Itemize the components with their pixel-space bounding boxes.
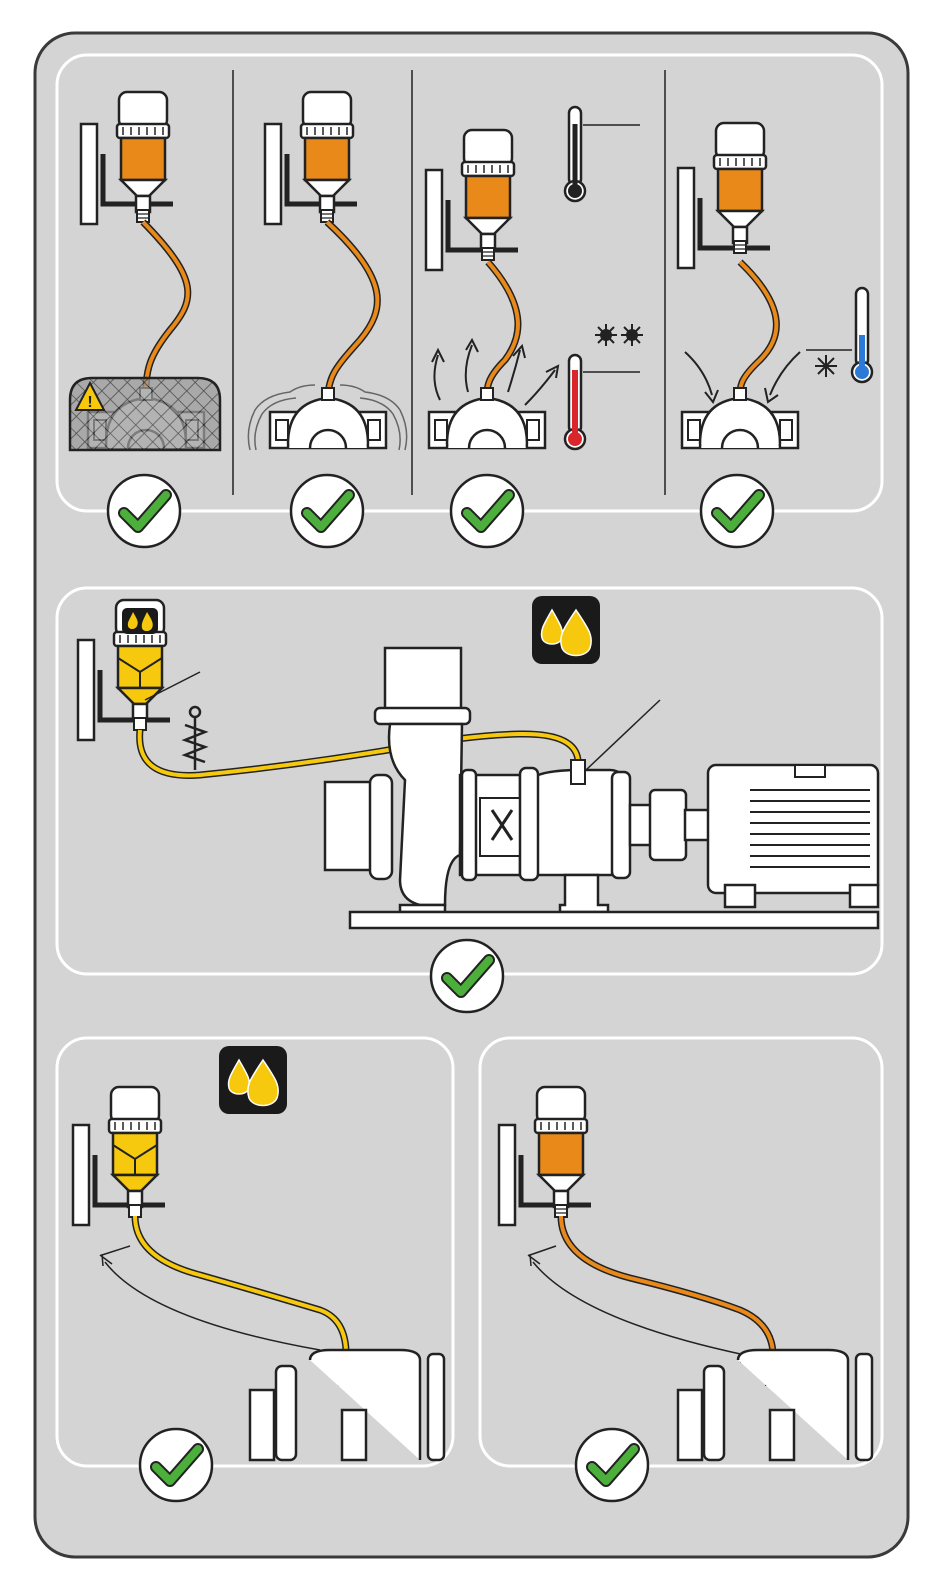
check-icon	[431, 940, 503, 1012]
oil-drops-mini-icon	[122, 608, 158, 634]
check-icon	[108, 475, 180, 547]
panel-middle-oil-pump	[57, 588, 882, 974]
check-icon	[291, 475, 363, 547]
thermometer-cold-icon	[852, 288, 872, 382]
base-frame	[350, 912, 878, 928]
check-icon	[451, 475, 523, 547]
panel-bottom-left-oil-line	[57, 1038, 453, 1466]
oil-drops-icon	[219, 1046, 287, 1114]
check-icon	[140, 1429, 212, 1501]
panel-bottom-right-grease-line	[480, 1038, 882, 1466]
panel-top-row: !	[57, 55, 882, 511]
snowflake-icon	[815, 355, 837, 377]
check-icon	[701, 475, 773, 547]
electric-motor	[708, 765, 878, 907]
oil-drops-icon	[532, 596, 600, 664]
check-icon	[576, 1429, 648, 1501]
svg-text:!: !	[87, 394, 92, 411]
